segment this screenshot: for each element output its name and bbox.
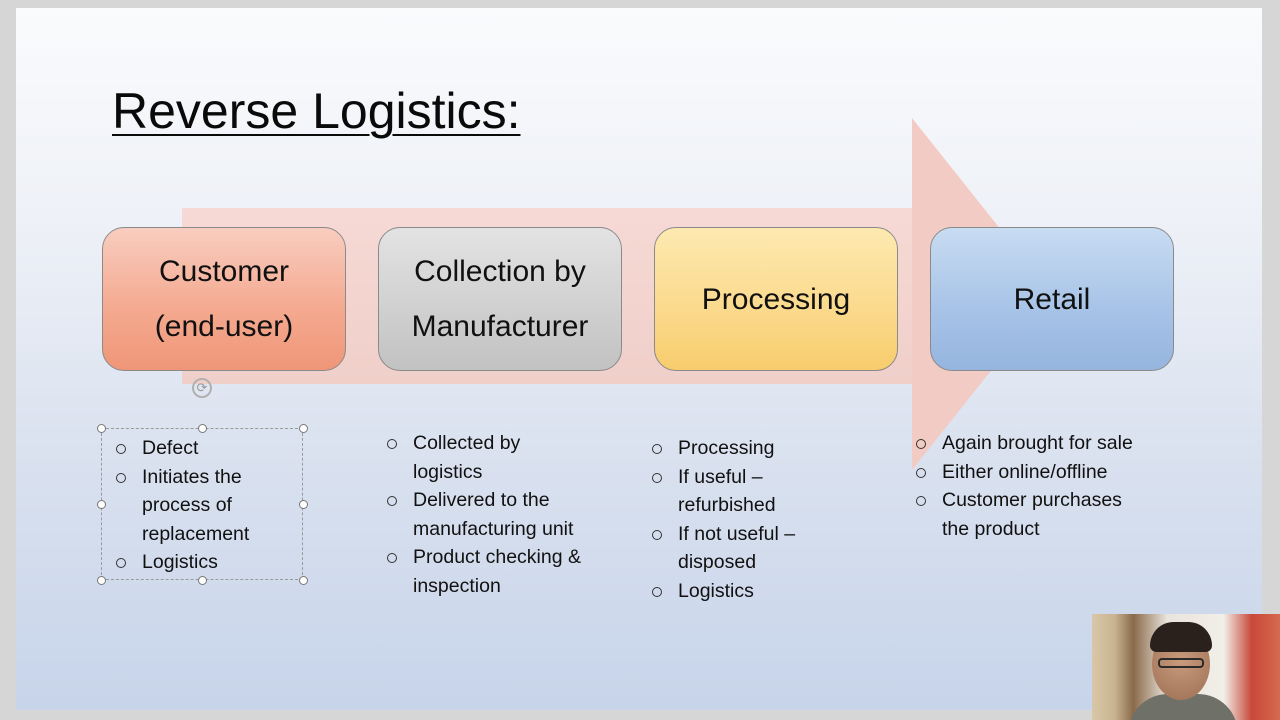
list-item: Logistics bbox=[650, 577, 850, 606]
rotate-handle-icon[interactable]: ⟳ bbox=[192, 378, 212, 398]
list-item: If not useful – disposed bbox=[650, 520, 850, 577]
stage-label: Retail bbox=[1013, 282, 1091, 316]
processing-bullet-list[interactable]: Processing If useful – refurbished If no… bbox=[650, 434, 850, 605]
list-item: Product checking & inspection bbox=[385, 543, 585, 600]
resize-handle[interactable] bbox=[299, 576, 308, 585]
presenter-hair bbox=[1150, 622, 1212, 652]
stage-label: Processing bbox=[701, 282, 851, 316]
stage-label: Manufacturer bbox=[411, 310, 589, 343]
list-item: Processing bbox=[650, 434, 850, 463]
stage-label: Collection by bbox=[414, 255, 586, 288]
slide-title: Reverse Logistics: bbox=[112, 83, 521, 139]
list-item: Logistics bbox=[114, 548, 294, 577]
slide: Reverse Logistics: Customer (end-user) C… bbox=[16, 8, 1262, 710]
list-item: Again brought for sale bbox=[914, 429, 1144, 458]
resize-handle[interactable] bbox=[97, 500, 106, 509]
resize-handle[interactable] bbox=[97, 424, 106, 433]
stage-retail-box[interactable]: Retail bbox=[930, 227, 1174, 371]
stage-label: (end-user) bbox=[154, 310, 294, 343]
list-item: If useful – refurbished bbox=[650, 463, 850, 520]
list-item: Collected by logistics bbox=[385, 429, 585, 486]
retail-bullet-list[interactable]: Again brought for sale Either online/off… bbox=[914, 429, 1144, 543]
resize-handle[interactable] bbox=[299, 500, 308, 509]
stage-label: Customer bbox=[158, 255, 290, 288]
stage-customer-box[interactable]: Customer (end-user) bbox=[102, 227, 346, 371]
list-item: Either online/offline bbox=[914, 458, 1144, 487]
presenter-glasses bbox=[1158, 658, 1204, 668]
resize-handle[interactable] bbox=[198, 576, 207, 585]
customer-bullet-list[interactable]: Defect Initiates the process of replacem… bbox=[114, 434, 294, 577]
list-item: Defect bbox=[114, 434, 294, 463]
stage-processing-box[interactable]: Processing bbox=[654, 227, 898, 371]
collection-bullet-list[interactable]: Collected by logistics Delivered to the … bbox=[385, 429, 585, 600]
presenter-webcam bbox=[1092, 614, 1280, 720]
resize-handle[interactable] bbox=[299, 424, 308, 433]
list-item: Delivered to the manufacturing unit bbox=[385, 486, 585, 543]
resize-handle[interactable] bbox=[97, 576, 106, 585]
list-item: Customer purchases the product bbox=[914, 486, 1144, 543]
resize-handle[interactable] bbox=[198, 424, 207, 433]
list-item: Initiates the process of replacement bbox=[114, 463, 294, 549]
stage-collection-box[interactable]: Collection by Manufacturer bbox=[378, 227, 622, 371]
